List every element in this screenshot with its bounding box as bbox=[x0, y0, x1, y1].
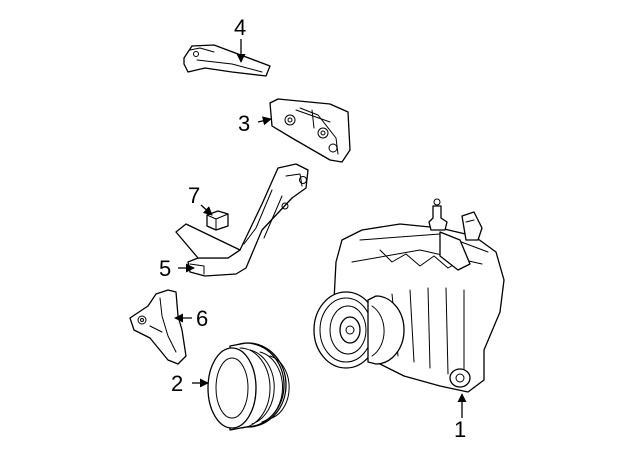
leader-3 bbox=[257, 116, 272, 126]
part-small-bracket[interactable] bbox=[129, 289, 187, 365]
callout-4: 4 bbox=[234, 15, 246, 40]
callout-6: 6 bbox=[196, 306, 208, 331]
callout-5: 5 bbox=[159, 256, 171, 281]
callout-2: 2 bbox=[171, 371, 183, 396]
callout-7: 7 bbox=[188, 183, 200, 208]
callout-1: 1 bbox=[454, 417, 466, 442]
callout-3: 3 bbox=[238, 111, 250, 136]
part-pulley[interactable] bbox=[207, 342, 290, 431]
leader-7 bbox=[200, 204, 213, 216]
part-nut-clip[interactable] bbox=[206, 210, 229, 231]
part-lower-brace[interactable] bbox=[175, 163, 309, 277]
part-upper-mounting-bracket[interactable] bbox=[269, 98, 351, 163]
part-adjusting-bar[interactable] bbox=[183, 44, 271, 77]
part-alternator[interactable] bbox=[313, 198, 505, 393]
